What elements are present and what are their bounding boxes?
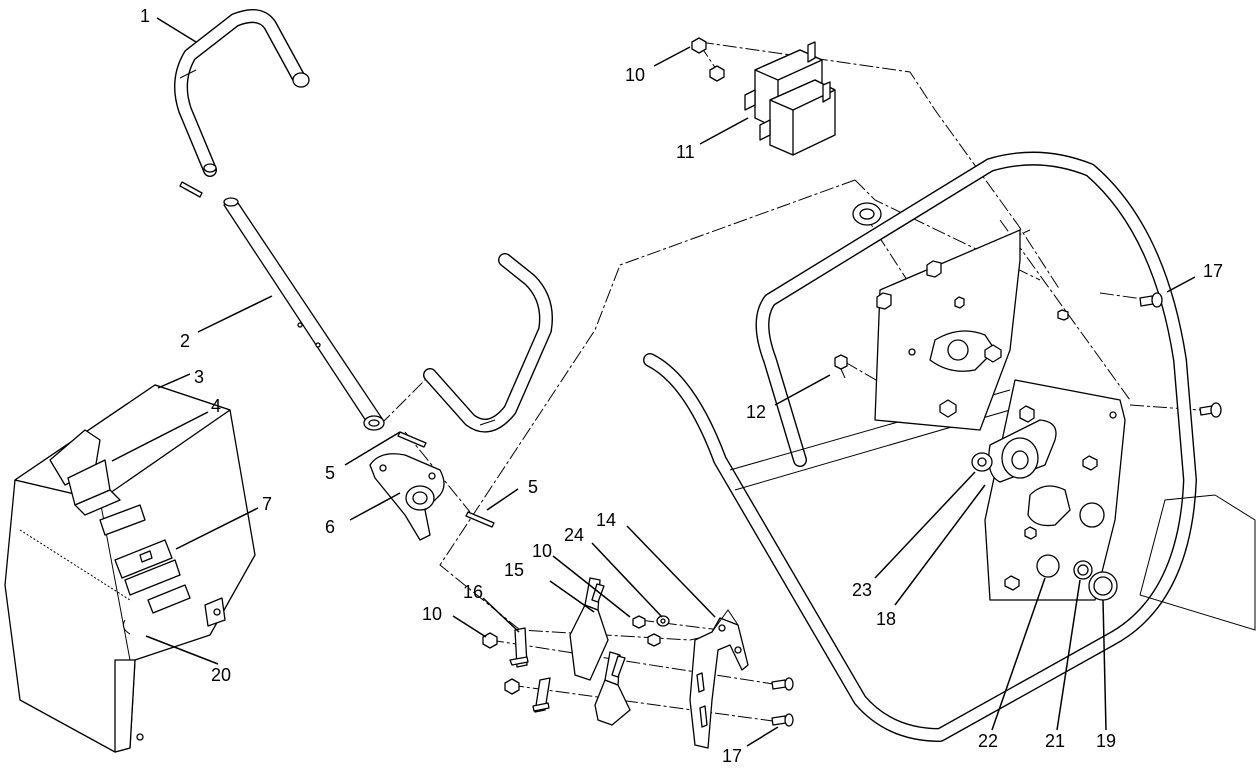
pin-top: [179, 181, 203, 198]
washer-23: [971, 452, 993, 472]
grommet-21: [1073, 560, 1093, 580]
relay-assembly-11: [744, 41, 836, 156]
grommet-top: [852, 202, 882, 226]
bent-handle: [423, 253, 553, 433]
callout-4: 4: [211, 396, 221, 416]
console-slot-lower: [147, 584, 191, 614]
lower-mounting-plate: [984, 379, 1126, 601]
grommet-19: [1088, 571, 1118, 601]
handle-1: [174, 9, 310, 177]
bracket-14: [689, 609, 749, 749]
shaft-2: [223, 197, 385, 431]
console-slot-upper: [99, 504, 146, 536]
callout-16: 16: [463, 582, 483, 602]
interlock-switch-lower: [594, 651, 631, 726]
nut-10-lower-left: [482, 632, 498, 649]
callout-2: 2: [180, 331, 190, 351]
callout-24: 24: [564, 525, 584, 545]
screw-17-upper: [1139, 292, 1163, 308]
callout-17-lower: 17: [722, 746, 742, 766]
callout-7: 7: [262, 494, 272, 514]
callout-15: 15: [504, 560, 524, 580]
callout-12: 12: [746, 402, 766, 422]
screw-17-lower: [771, 713, 794, 727]
nut-center-2: [647, 633, 661, 647]
pivot-bracket-6: [369, 453, 445, 541]
callout-10-left: 10: [422, 604, 442, 624]
callout-5-upper: 5: [325, 463, 335, 483]
rocker-switch-4: [49, 429, 121, 516]
callout-11: 11: [676, 142, 695, 162]
callout-23: 23: [852, 580, 872, 600]
callout-17-right: 17: [1203, 261, 1223, 281]
callout-5-lower: 5: [528, 477, 538, 497]
callout-6: 6: [325, 517, 335, 537]
callout-14: 14: [596, 510, 616, 530]
nut-top-2: [709, 65, 725, 82]
callout-10-center: 10: [532, 541, 552, 561]
switch-18: [988, 405, 1057, 483]
callout-10-top: 10: [625, 65, 645, 85]
callout-18: 18: [876, 609, 896, 629]
washer-24: [656, 615, 670, 627]
clip-lower: [532, 677, 551, 713]
stud-12: [834, 354, 848, 379]
console-small-part-20: [122, 619, 131, 635]
callout-22: 22: [978, 731, 998, 751]
callout-20: 20: [211, 665, 231, 685]
switch-7: [114, 539, 181, 596]
upper-mounting-plate: [874, 229, 1021, 431]
callout-21: 21: [1045, 731, 1065, 751]
nut-10-top: [691, 37, 707, 54]
callout-labels: 1 2 3 4 5 5 6 7 10 10 10 11 12 14 15 16 …: [140, 6, 1223, 766]
clip-16-upper: [509, 627, 529, 668]
small-fastener: [1057, 309, 1069, 321]
callout-19: 19: [1096, 731, 1116, 751]
nut-10-center: [632, 615, 646, 629]
callout-1: 1: [140, 6, 150, 26]
leader-lines: [111, 17, 1196, 747]
screw-lower-center: [771, 677, 794, 691]
pin-5-upper: [397, 431, 427, 448]
callout-3: 3: [194, 367, 204, 387]
screw-right-lower: [1199, 402, 1222, 418]
nut-lower-left-2: [504, 678, 520, 695]
pin-5-lower: [465, 511, 495, 528]
interlock-switch-15-upper: [569, 577, 609, 681]
